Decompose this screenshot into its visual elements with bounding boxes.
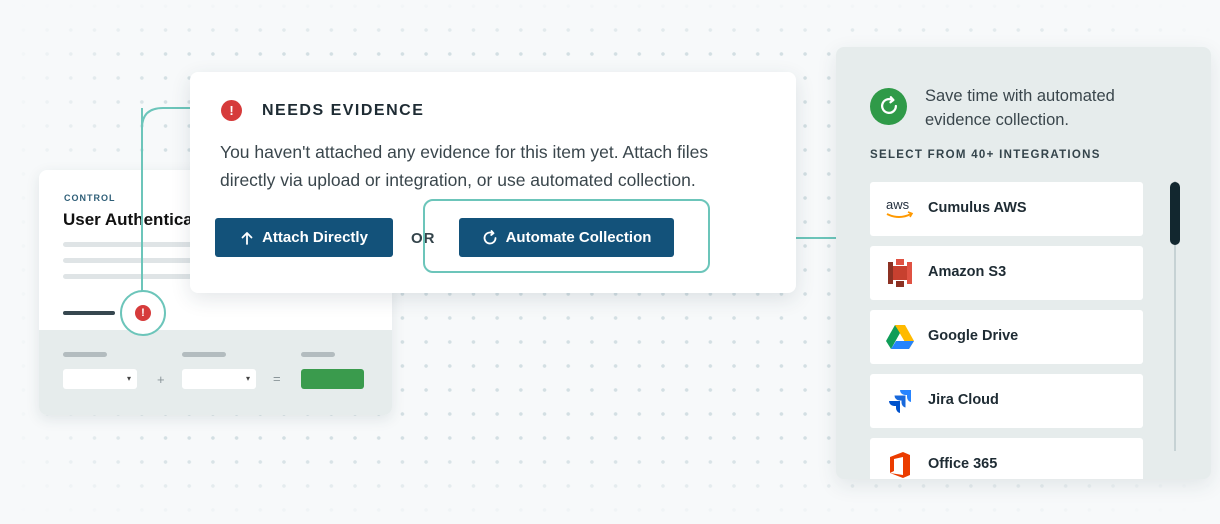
placeholder-line — [63, 258, 203, 263]
placeholder-line — [63, 242, 203, 247]
refresh-icon — [483, 229, 496, 244]
amazon-s3-icon — [884, 259, 916, 287]
formula-result — [301, 369, 364, 389]
integration-item-office-365[interactable]: Office 365 — [870, 438, 1143, 479]
equals-operator: = — [273, 371, 281, 386]
formula-select-2[interactable]: ▾ — [182, 369, 256, 389]
integration-item-amazon-s3[interactable]: Amazon S3 — [870, 246, 1143, 300]
jira-icon — [884, 387, 916, 415]
scrollbar-thumb[interactable] — [1170, 182, 1180, 245]
integration-name: Jira Cloud — [928, 392, 999, 408]
integration-name: Amazon S3 — [928, 264, 1007, 280]
automate-collection-button[interactable]: Automate Collection — [459, 218, 674, 257]
attach-directly-label: Attach Directly — [262, 229, 368, 246]
office-365-icon — [884, 451, 916, 479]
integration-name: Office 365 — [928, 456, 998, 472]
attach-directly-button[interactable]: Attach Directly — [215, 218, 393, 257]
needs-evidence-panel: ! NEEDS EVIDENCE You haven't attached an… — [190, 72, 796, 293]
google-drive-icon — [884, 323, 916, 351]
evidence-description: You haven't attached any evidence for th… — [220, 142, 709, 190]
formula-select-1[interactable]: ▾ — [63, 369, 137, 389]
automate-highlight-ring — [423, 199, 710, 273]
integrations-panel: Save time with automated evidence collec… — [836, 47, 1211, 479]
evidence-title: NEEDS EVIDENCE — [262, 102, 425, 119]
integration-name: Google Drive — [928, 328, 1019, 344]
control-label: CONTROL — [64, 193, 116, 203]
integrations-subtitle: SELECT FROM 40+ INTEGRATIONS — [870, 149, 1101, 161]
connector-line — [141, 140, 143, 292]
integrations-headline: Save time with automated evidence collec… — [925, 87, 1115, 129]
integration-item-google-drive[interactable]: Google Drive — [870, 310, 1143, 364]
formula-label — [63, 352, 107, 357]
refresh-circle-icon — [870, 88, 907, 125]
or-separator: OR — [411, 230, 436, 247]
error-icon: ! — [135, 305, 151, 321]
arrow-up-icon — [241, 231, 253, 245]
integration-item-cumulus-aws[interactable]: aws Cumulus AWS — [870, 182, 1143, 236]
scrollbar-track[interactable] — [1174, 181, 1176, 451]
svg-text:aws: aws — [886, 197, 910, 212]
formula-label — [182, 352, 226, 357]
progress-indicator — [63, 311, 115, 315]
integration-item-jira-cloud[interactable]: Jira Cloud — [870, 374, 1143, 428]
control-error-indicator[interactable]: ! — [120, 290, 166, 336]
connector-curve — [141, 107, 193, 142]
automate-collection-label: Automate Collection — [505, 229, 652, 246]
control-title: User Authentica — [63, 210, 193, 229]
alert-icon: ! — [221, 100, 242, 121]
aws-icon: aws — [884, 195, 916, 223]
formula-label — [301, 352, 335, 357]
plus-operator: + — [157, 372, 165, 387]
placeholder-line — [63, 274, 203, 279]
integration-name: Cumulus AWS — [928, 200, 1027, 216]
